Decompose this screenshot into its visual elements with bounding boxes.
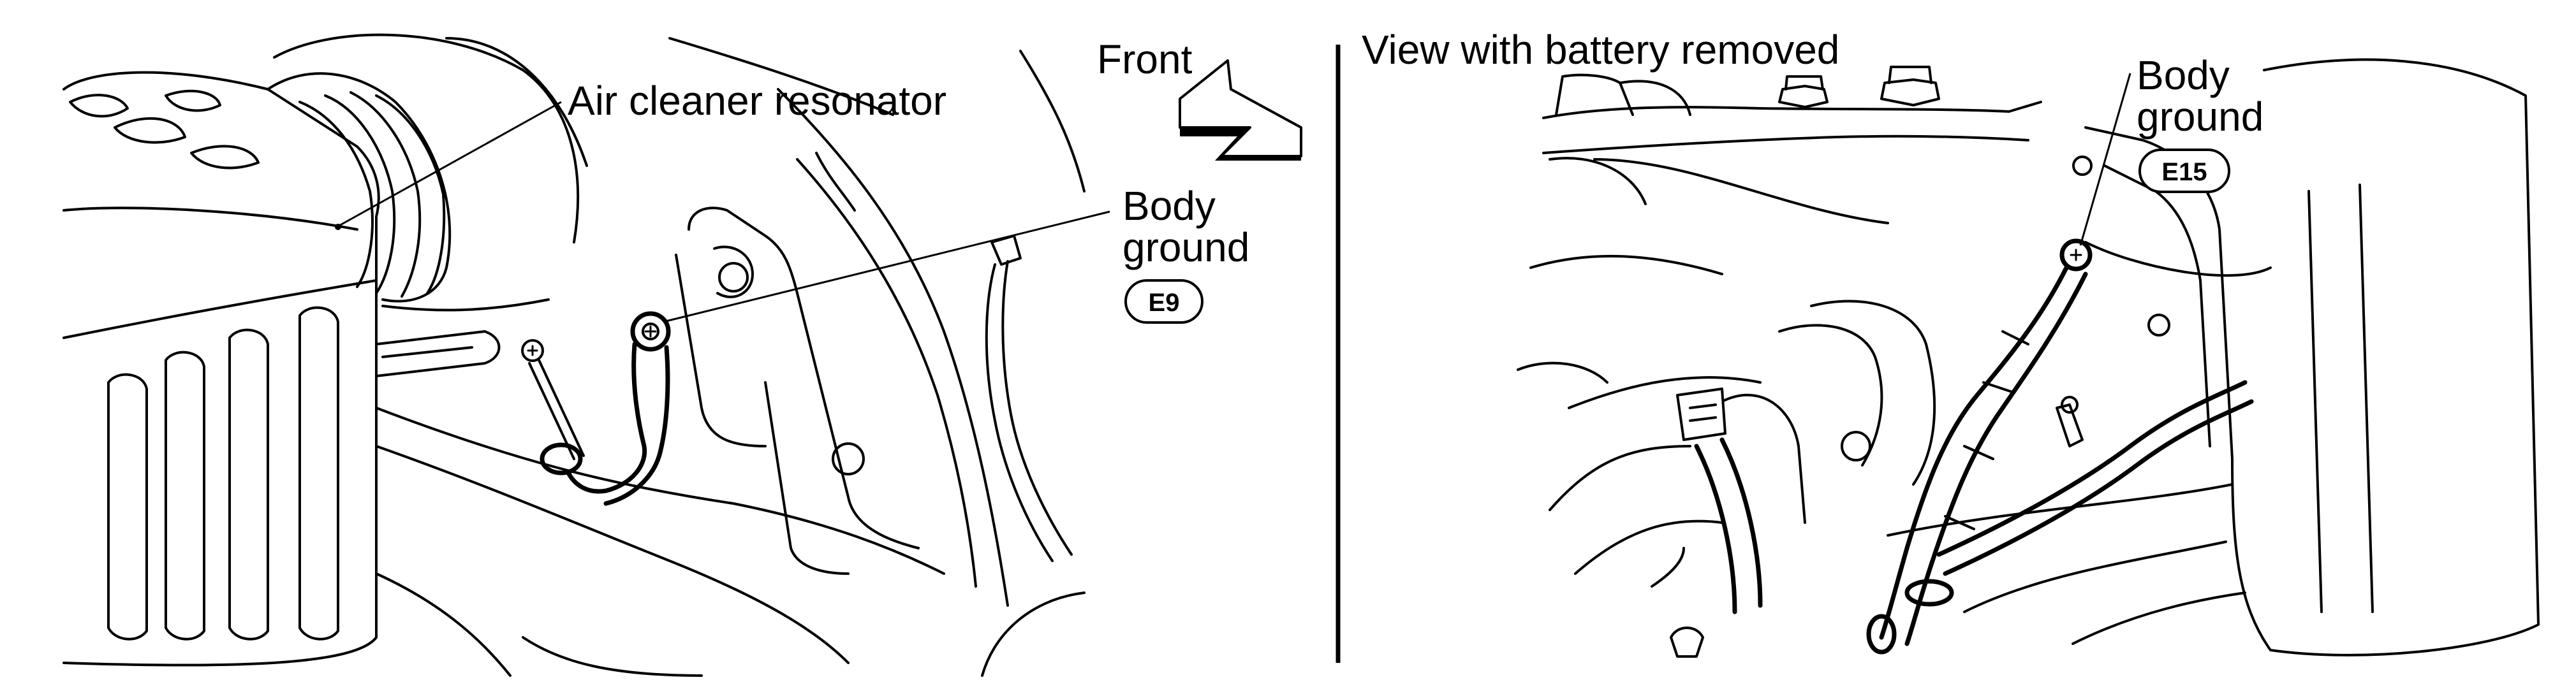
front-arrow-icon [1179, 59, 1302, 157]
view-caption: View with battery removed [1362, 27, 1839, 73]
front-direction-label: Front [1097, 36, 1193, 82]
body-ground-e15-label-line2: ground [2137, 94, 2263, 140]
front-arrow-shadow-icon [1180, 127, 1301, 161]
resonator-label: Air cleaner resonator [568, 78, 946, 124]
ground-bolt-e15-icon [2059, 238, 2093, 272]
connector-code-e9: E9 [1149, 289, 1180, 317]
left-panel-illustration [63, 33, 1086, 677]
ground-bolt-e15-cross-icon [2070, 249, 2082, 261]
connector-code-e15: E15 [2161, 158, 2207, 186]
body-ground-e15-leader-line [2079, 73, 2131, 246]
body-ground-e9-leader-line [663, 210, 1110, 323]
connector-badge-e9 [1124, 279, 1203, 324]
resonator-leader-dot [335, 224, 341, 230]
connector-badge-e15 [2138, 149, 2230, 193]
resonator-leader-line [337, 101, 562, 228]
right-panel-illustration [1517, 58, 2540, 658]
body-ground-e9-label-line2: ground [1122, 224, 1249, 270]
body-ground-e15-label-line1: Body [2137, 52, 2230, 98]
body-ground-e9-label-line1: Body [1122, 183, 1216, 229]
